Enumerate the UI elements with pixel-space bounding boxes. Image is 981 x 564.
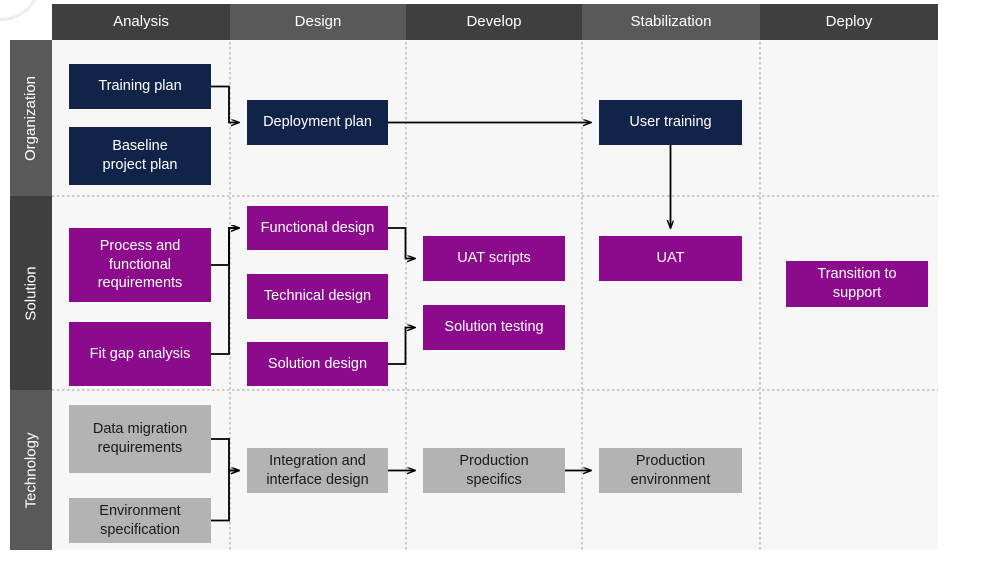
task-box-label: Transition to support [817,266,897,301]
column-header-analysis[interactable]: Analysis [52,4,230,40]
task-box-fit-gap-analysis[interactable]: Fit gap analysis [69,322,211,386]
task-box-uat[interactable]: UAT [599,236,742,281]
vertical-gridline [759,42,761,550]
task-box-label: Production environment [630,452,711,488]
task-box-label: UAT scripts [457,250,531,267]
task-box-label: Environment specification [99,502,181,538]
row-header-label: Technology [22,432,40,508]
task-box-uat-scripts[interactable]: UAT scripts [423,236,565,281]
task-box-label: Solution testing [444,319,544,336]
task-box-environment-specification[interactable]: Environment specification [69,498,211,543]
task-box-label: Integration and interface design [266,452,369,488]
task-box-label: UAT [656,250,685,267]
task-box-label: Process and functional requirements [97,238,183,292]
task-box-production-specifics[interactable]: Production specifics [423,448,565,493]
column-header-stabilization[interactable]: Stabilization [582,4,760,40]
vertical-gridline [405,42,407,550]
vertical-gridline [581,42,583,550]
task-box-training-plan[interactable]: Training plan [69,64,211,109]
task-box-user-training[interactable]: User training [599,100,742,145]
task-box-label: Functional design [260,219,375,236]
row-header-label: Organization [22,75,40,161]
task-box-label: Training plan [98,78,182,95]
task-box-label: Production specifics [459,452,529,488]
task-box-technical-design[interactable]: Technical design [247,274,388,319]
column-header-develop[interactable]: Develop [406,4,582,40]
row-header-solution[interactable]: Solution [10,196,52,390]
task-box-label: User training [629,114,712,131]
row-header-label: Solution [22,265,40,321]
task-box-deployment-plan[interactable]: Deployment plan [247,100,388,145]
corner-arc-decoration [0,0,41,21]
task-box-solution-testing[interactable]: Solution testing [423,305,565,350]
task-box-label: Fit gap analysis [89,345,191,362]
task-box-label: Technical design [263,288,372,305]
task-box-production-environment[interactable]: Production environment [599,448,742,493]
task-box-functional-design[interactable]: Functional design [247,206,388,250]
column-header-deploy[interactable]: Deploy [760,4,938,40]
task-box-label: Baseline project plan [102,138,178,173]
vertical-gridline [229,42,231,550]
task-box-baseline-project-plan[interactable]: Baseline project plan [69,127,211,185]
task-box-label: Solution design [267,355,368,372]
row-header-technology[interactable]: Technology [10,390,52,550]
task-box-data-migration-requirements[interactable]: Data migration requirements [69,405,211,473]
task-box-process-functional-requirements[interactable]: Process and functional requirements [69,228,211,302]
task-box-label: Deployment plan [263,114,372,131]
horizontal-gridline [52,195,938,197]
task-box-solution-design[interactable]: Solution design [247,342,388,386]
task-box-integration-interface-design[interactable]: Integration and interface design [247,448,388,493]
task-box-transition-to-support[interactable]: Transition to support [786,261,928,307]
row-header-organization[interactable]: Organization [10,40,52,196]
column-header-design[interactable]: Design [230,4,406,40]
horizontal-gridline [52,389,938,391]
task-box-label: Data migration requirements [92,421,188,456]
